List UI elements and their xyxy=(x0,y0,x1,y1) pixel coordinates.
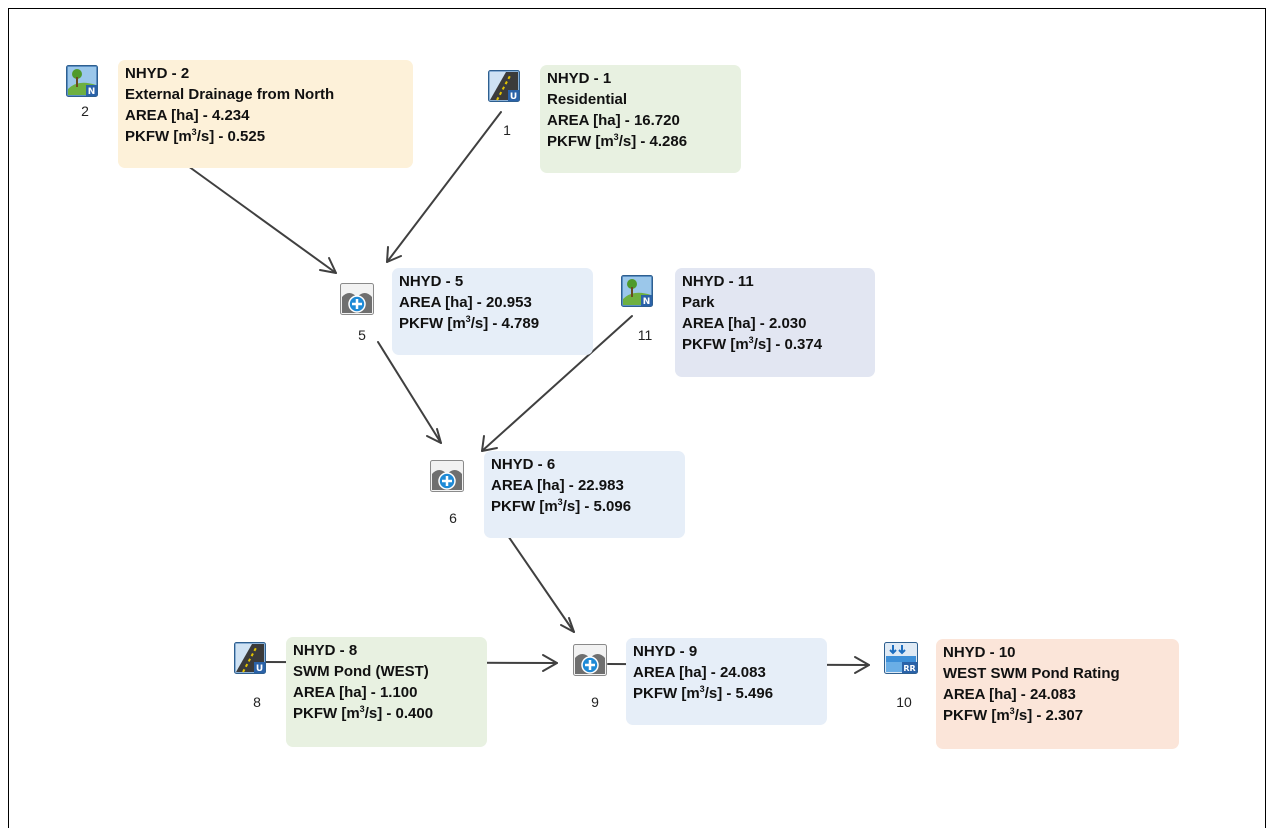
nashyd-icon[interactable]: N xyxy=(66,65,98,97)
node-pkfw: PKFW [m3/s] - 0.374 xyxy=(682,335,823,354)
svg-text:U: U xyxy=(256,664,263,674)
node-number: 1 xyxy=(503,122,511,138)
node-title: NHYD - 11 xyxy=(682,273,754,290)
node-description: Park xyxy=(682,294,715,311)
node-title: NHYD - 2 xyxy=(125,65,190,82)
node-info-card: NHYD - 11 Park AREA [ha] - 2.030 PKFW [m… xyxy=(675,268,875,377)
node-title: NHYD - 1 xyxy=(547,70,612,87)
node-area: AREA [ha] - 1.100 xyxy=(293,684,418,701)
node-info-card: NHYD - 10 WEST SWM Pond Rating AREA [ha]… xyxy=(936,639,1179,749)
node-pkfw: PKFW [m3/s] - 5.096 xyxy=(491,497,632,516)
standhyd-icon[interactable]: U xyxy=(234,642,266,674)
svg-text:N: N xyxy=(643,297,651,307)
node-area: AREA [ha] - 24.083 xyxy=(633,664,766,681)
node-info-card: NHYD - 1 Residential AREA [ha] - 16.720 … xyxy=(540,65,741,173)
node-info-card: NHYD - 5 AREA [ha] - 20.953 PKFW [m3/s] … xyxy=(392,268,593,355)
node-number: 8 xyxy=(253,694,261,710)
node-pkfw: PKFW [m3/s] - 4.286 xyxy=(547,132,688,151)
node-info-card: NHYD - 9 AREA [ha] - 24.083 PKFW [m3/s] … xyxy=(626,638,827,725)
standhyd-icon[interactable]: U xyxy=(488,70,520,102)
node-area: AREA [ha] - 2.030 xyxy=(682,315,807,332)
nashyd-icon[interactable]: N xyxy=(621,275,653,307)
node-area: AREA [ha] - 24.083 xyxy=(943,686,1076,703)
node-description: WEST SWM Pond Rating xyxy=(943,665,1120,682)
link-11-to-6 xyxy=(481,315,633,452)
node-pkfw: PKFW [m3/s] - 0.400 xyxy=(293,704,434,723)
node-number: 9 xyxy=(591,694,599,710)
node-info-card: NHYD - 8 SWM Pond (WEST) AREA [ha] - 1.1… xyxy=(286,637,487,747)
svg-text:U: U xyxy=(510,92,517,102)
link-5-to-6 xyxy=(377,341,442,444)
node-pkfw: PKFW [m3/s] - 4.789 xyxy=(399,314,540,333)
node-number: 5 xyxy=(358,327,366,343)
node-description: SWM Pond (WEST) xyxy=(293,663,429,680)
link-1-to-5 xyxy=(386,111,502,263)
link-2-to-5 xyxy=(187,165,337,274)
node-number: 2 xyxy=(81,103,89,119)
node-title: NHYD - 5 xyxy=(399,273,464,290)
node-title: NHYD - 8 xyxy=(293,642,358,659)
node-info-card: NHYD - 2 External Drainage from North AR… xyxy=(118,60,413,168)
node-info-card: NHYD - 6 AREA [ha] - 22.983 PKFW [m3/s] … xyxy=(484,451,685,538)
node-pkfw: PKFW [m3/s] - 0.525 xyxy=(125,127,266,146)
node-title: NHYD - 9 xyxy=(633,643,698,660)
addhyd-icon[interactable] xyxy=(573,644,607,676)
addhyd-icon[interactable] xyxy=(340,283,374,315)
route-reservoir-icon[interactable]: RR xyxy=(884,642,918,674)
node-pkfw: PKFW [m3/s] - 5.496 xyxy=(633,684,774,703)
node-area: AREA [ha] - 4.234 xyxy=(125,107,250,124)
node-area: AREA [ha] - 16.720 xyxy=(547,112,680,129)
node-pkfw: PKFW [m3/s] - 2.307 xyxy=(943,706,1084,725)
node-number: 6 xyxy=(449,510,457,526)
addhyd-icon[interactable] xyxy=(430,460,464,492)
node-title: NHYD - 6 xyxy=(491,456,556,473)
node-description: Residential xyxy=(547,91,628,108)
svg-text:N: N xyxy=(88,87,96,97)
node-title: NHYD - 10 xyxy=(943,644,1016,661)
node-number: 10 xyxy=(896,694,912,710)
node-number: 11 xyxy=(637,327,653,343)
node-area: AREA [ha] - 20.953 xyxy=(399,294,532,311)
svg-text:RR: RR xyxy=(903,664,915,673)
node-area: AREA [ha] - 22.983 xyxy=(491,477,624,494)
node-description: External Drainage from North xyxy=(125,86,335,103)
